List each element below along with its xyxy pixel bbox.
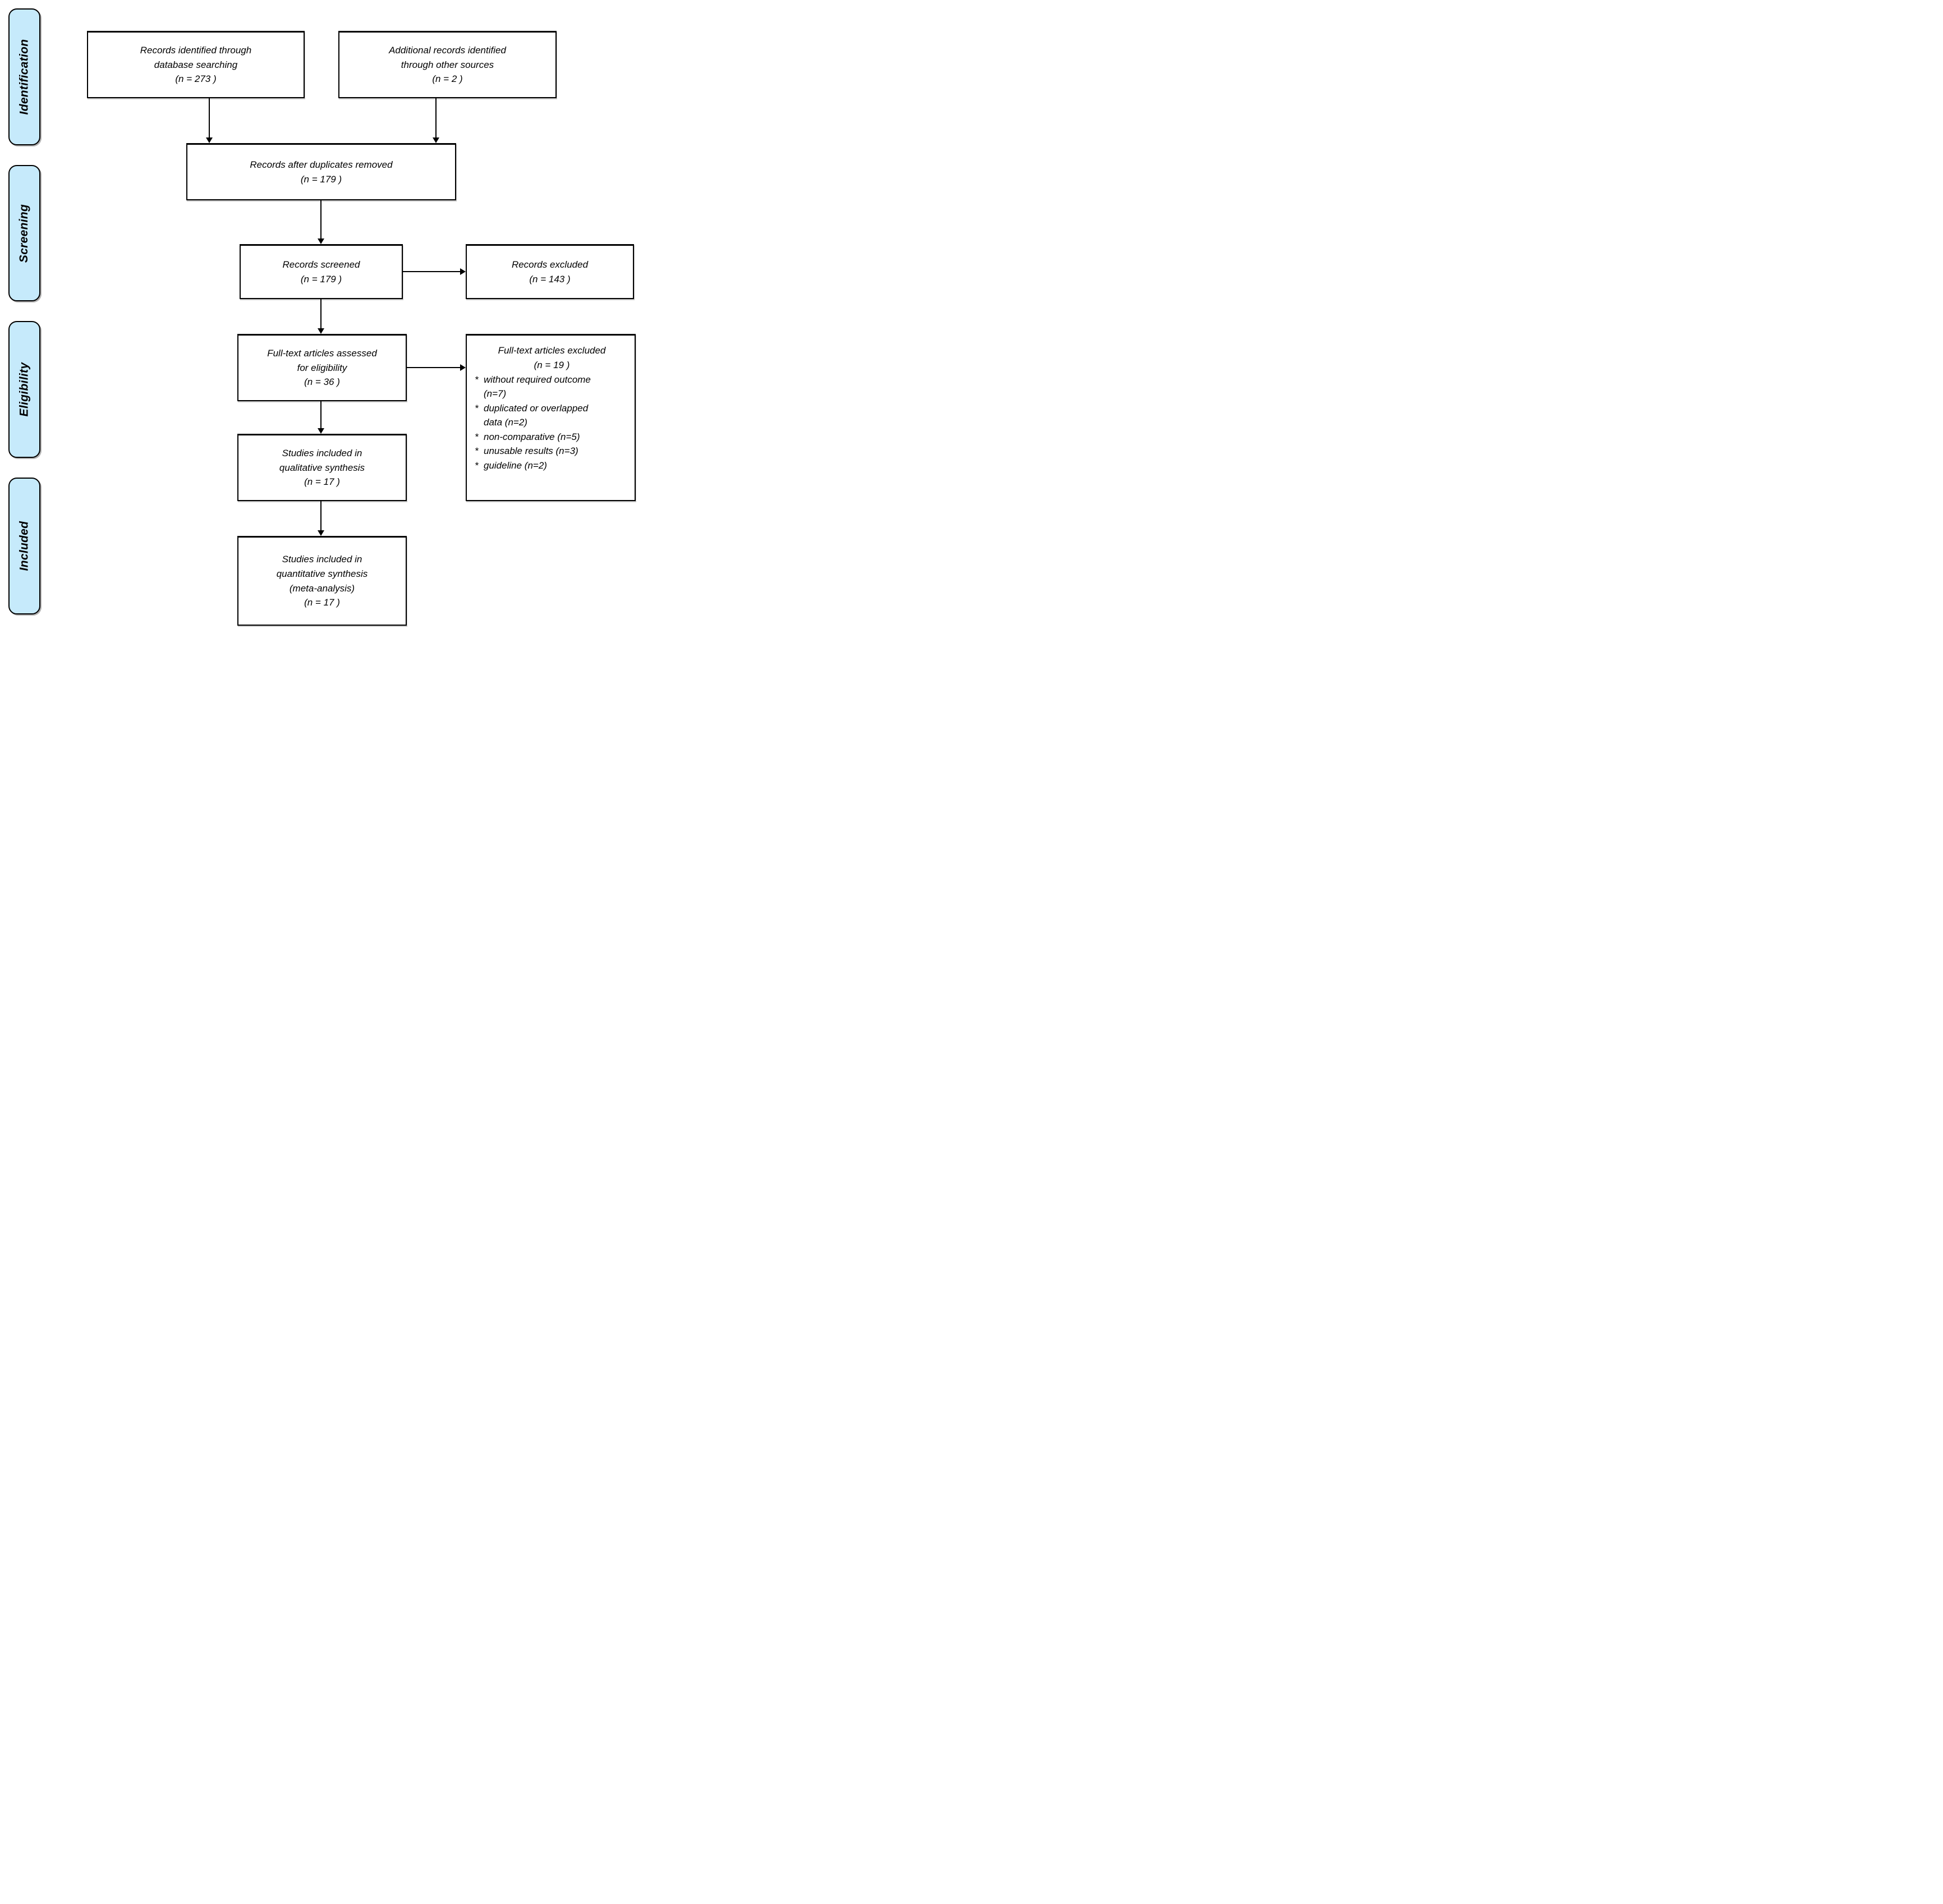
box-fulltext-excluded: Full-text articles excluded (n = 19 ) * … bbox=[466, 334, 636, 501]
bullet-icon: * bbox=[475, 431, 479, 442]
box-qualitative-synthesis-line1: Studies included in bbox=[282, 447, 362, 458]
bullet-icon: * bbox=[475, 460, 479, 471]
stage-eligibility: Eligibility bbox=[8, 321, 40, 458]
exclusion-reason-3-text: non-comparative (n=5) bbox=[484, 431, 580, 442]
exclusion-reason-4: * unusable results (n=3) bbox=[475, 444, 629, 458]
box-records-identified: Records identified through database sear… bbox=[87, 31, 305, 98]
box-records-excluded: Records excluded (n = 143 ) bbox=[466, 244, 634, 299]
box-fulltext-excluded-count: (n = 19 ) bbox=[534, 359, 570, 370]
stage-screening: Screening bbox=[8, 165, 40, 301]
box-quantitative-synthesis-count: (n = 17 ) bbox=[304, 597, 340, 608]
arrow-fulltext-to-fulltext-excluded bbox=[407, 364, 466, 371]
box-duplicates-removed: Records after duplicates removed (n = 17… bbox=[186, 143, 456, 200]
exclusion-reason-5: * guideline (n=2) bbox=[475, 458, 629, 473]
box-records-identified-line1: Records identified through bbox=[140, 44, 252, 56]
box-records-screened-count: (n = 179 ) bbox=[300, 273, 342, 285]
box-quantitative-synthesis-line1: Studies included in bbox=[282, 553, 362, 565]
arrow-fulltext-to-qualitative bbox=[318, 401, 324, 434]
box-qualitative-synthesis: Studies included in qualitative synthesi… bbox=[237, 434, 407, 501]
bullet-icon: * bbox=[475, 402, 479, 414]
exclusion-reason-2-text: duplicated or overlapped data (n=2) bbox=[484, 402, 589, 428]
box-records-excluded-line1: Records excluded bbox=[511, 259, 589, 270]
box-records-excluded-count: (n = 143 ) bbox=[529, 273, 571, 285]
exclusion-reason-2: * duplicated or overlapped data (n=2) bbox=[475, 401, 629, 430]
stage-identification: Identification bbox=[8, 8, 40, 145]
box-quantitative-synthesis-line3: (meta-analysis) bbox=[289, 582, 355, 594]
arrow-deduped-to-screened bbox=[318, 200, 324, 244]
bullet-icon: * bbox=[475, 446, 479, 457]
exclusion-reason-4-text: unusable results (n=3) bbox=[484, 446, 578, 457]
box-quantitative-synthesis-line2: quantitative synthesis bbox=[276, 568, 368, 579]
box-additional-records: Additional records identified through ot… bbox=[338, 31, 557, 98]
box-records-identified-line2: database searching bbox=[154, 59, 238, 70]
box-fulltext-excluded-title: Full-text articles excluded bbox=[498, 345, 606, 356]
box-fulltext-assessed-line2: for eligibility bbox=[297, 362, 347, 373]
box-records-identified-count: (n = 273 ) bbox=[175, 74, 217, 85]
box-fulltext-assessed-line1: Full-text articles assessed bbox=[267, 347, 377, 359]
arrow-identified-to-deduped bbox=[206, 98, 213, 143]
exclusion-reason-5-text: guideline (n=2) bbox=[484, 460, 547, 471]
box-quantitative-synthesis: Studies included in quantitative synthes… bbox=[237, 536, 407, 626]
box-fulltext-assessed: Full-text articles assessed for eligibil… bbox=[237, 334, 407, 401]
box-fulltext-assessed-count: (n = 36 ) bbox=[304, 377, 340, 388]
box-qualitative-synthesis-count: (n = 17 ) bbox=[304, 476, 340, 488]
stage-included: Included bbox=[8, 478, 40, 614]
box-records-screened-line1: Records screened bbox=[282, 259, 360, 270]
box-duplicates-removed-line1: Records after duplicates removed bbox=[250, 159, 393, 170]
box-additional-records-count: (n = 2 ) bbox=[432, 74, 463, 85]
exclusion-reason-1: * without required outcome (n=7) bbox=[475, 373, 629, 401]
exclusion-reason-3: * non-comparative (n=5) bbox=[475, 430, 629, 444]
box-additional-records-line1: Additional records identified bbox=[389, 44, 506, 56]
arrow-screened-to-fulltext bbox=[318, 299, 324, 334]
box-records-screened: Records screened (n = 179 ) bbox=[240, 244, 403, 299]
arrow-screened-to-excluded bbox=[403, 268, 466, 275]
stage-included-label: Included bbox=[17, 521, 31, 571]
box-duplicates-removed-count: (n = 179 ) bbox=[300, 173, 342, 185]
box-additional-records-line2: through other sources bbox=[401, 59, 494, 70]
stage-eligibility-label: Eligibility bbox=[17, 362, 31, 417]
arrow-qualitative-to-quantitative bbox=[318, 501, 324, 536]
stage-screening-label: Screening bbox=[17, 204, 31, 263]
stage-identification-label: Identification bbox=[17, 39, 31, 115]
bullet-icon: * bbox=[475, 374, 479, 385]
arrow-additional-to-deduped bbox=[433, 98, 439, 143]
prisma-flow-diagram: Identification Screening Eligibility Inc… bbox=[0, 0, 648, 635]
box-qualitative-synthesis-line2: qualitative synthesis bbox=[279, 462, 365, 473]
exclusion-reason-1-text: without required outcome (n=7) bbox=[484, 374, 591, 400]
